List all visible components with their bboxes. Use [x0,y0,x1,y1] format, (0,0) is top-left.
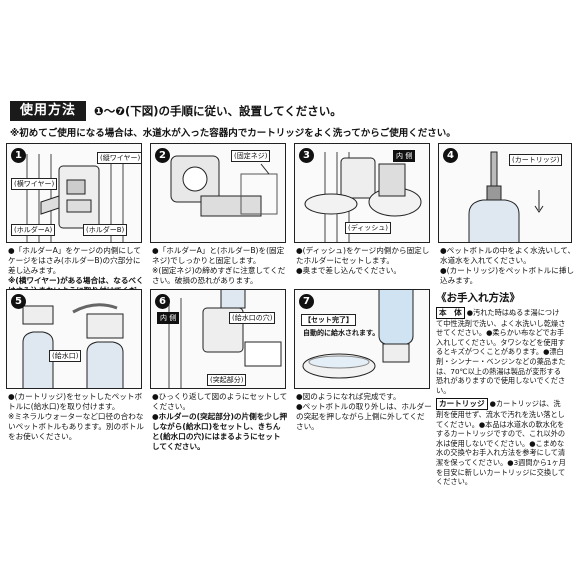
horizontal-wire-label: (横ワイヤー) [11,178,58,190]
care-title: 《お手入れ方法》 [436,292,520,304]
step-3-description: ●(ディッシュ)をケージ内側から固定したホルダーにセットします。●奥まで差し込ん… [296,246,430,275]
step-4-illustration [468,151,544,242]
care-section: 《お手入れ方法》 本 体●汚れた時はぬるま湯につけて中性洗剤で洗い、よく水洗いし… [436,290,566,490]
step-number: 6 [155,294,170,309]
step-number: 4 [443,148,458,163]
step-number: 2 [155,148,170,163]
step-4-description: ●ペットボトルの中をよく水洗いして、水道水を入れてください。●(カートリッジ)を… [440,246,576,285]
water-outlet-label: (給水口) [49,350,82,362]
dish-label: (ディッシュ) [345,222,391,234]
inside-label: 内 側 [393,150,416,162]
cartridge-heading: カートリッジ [436,398,488,410]
step-6-panel: 6 内 側 (給水口の穴) (突起部分) [150,289,286,389]
step-2-description: ●「ホルダーA」と(ホルダーB)を(固定ネジ)でしっかりと固定します。※(固定ネ… [152,246,286,285]
step-1-panel: 1 (縦ワイヤー) (横ワイヤー) (ホルダーA) (ホルダーB) [6,143,142,243]
step-2-illustration [170,155,278,217]
auto-water-label: 自動的に給水されます。 [303,329,380,337]
care-body-text: 本 体●汚れた時はぬるま湯につけて中性洗剤で洗い、よく水洗いし乾燥させてください… [436,307,566,395]
instruction-text: ❶～❼(下図)の手順に従い、設置してください。 [94,104,342,118]
step-number: 5 [11,294,26,309]
prewash-note: ※初めてご使用になる場合は、水道水が入った容器内でカートリッジをよく洗ってからご… [10,128,456,139]
step-3-illustration [304,152,422,242]
holder-a-label: (ホルダーA) [11,224,56,236]
fixing-screw-label: (固定ネジ) [231,150,271,162]
step-2-panel: 2 (固定ネジ) [150,143,286,243]
body-heading: 本 体 [436,307,465,319]
step-5-illustration [22,303,124,388]
step-number: 1 [11,148,26,163]
step-number: 3 [299,148,314,163]
step-6-description: ●ひっくり返して図のようにセットしてください。●ホルダーの(突起部分)の片側を少… [152,392,288,451]
step-3-panel: 3 内 側 (ディッシュ) [294,143,430,243]
protrusion-label: (突起部分) [207,374,247,386]
outlet-hole-label: (給水口の穴) [229,312,276,324]
setup-complete-label: 【セット完了】 [301,314,356,326]
step-7-illustration [302,290,414,379]
care-cartridge-text: カートリッジ●カートリッジは、洗剤を使用せず、流水で汚れを洗い落としてください。… [436,398,566,487]
vertical-wire-label: (縦ワイヤー) [97,152,141,164]
step-number: 7 [299,294,314,309]
step-1-illustration [26,154,124,242]
page-title: 使用方法 [10,101,86,121]
step-5-panel: 5 (給水口) [6,289,142,389]
cartridge-label: (カートリッジ) [509,154,563,166]
step-7-description: ●図のようになれば完成です。●ペットボトルの取り外しは、ホルダーの突起を押しなが… [296,392,432,431]
step-5-description: ●(カートリッジ)をセットしたペットボトルに(給水口)を取り付けます。※ミネラル… [8,392,144,441]
step-4-panel: 4 (カートリッジ) [438,143,572,243]
inside-label: 内 側 [157,312,180,324]
step-7-panel: 7 【セット完了】 自動的に給水されます。 [294,289,430,389]
holder-b-label: (ホルダーB) [83,224,128,236]
